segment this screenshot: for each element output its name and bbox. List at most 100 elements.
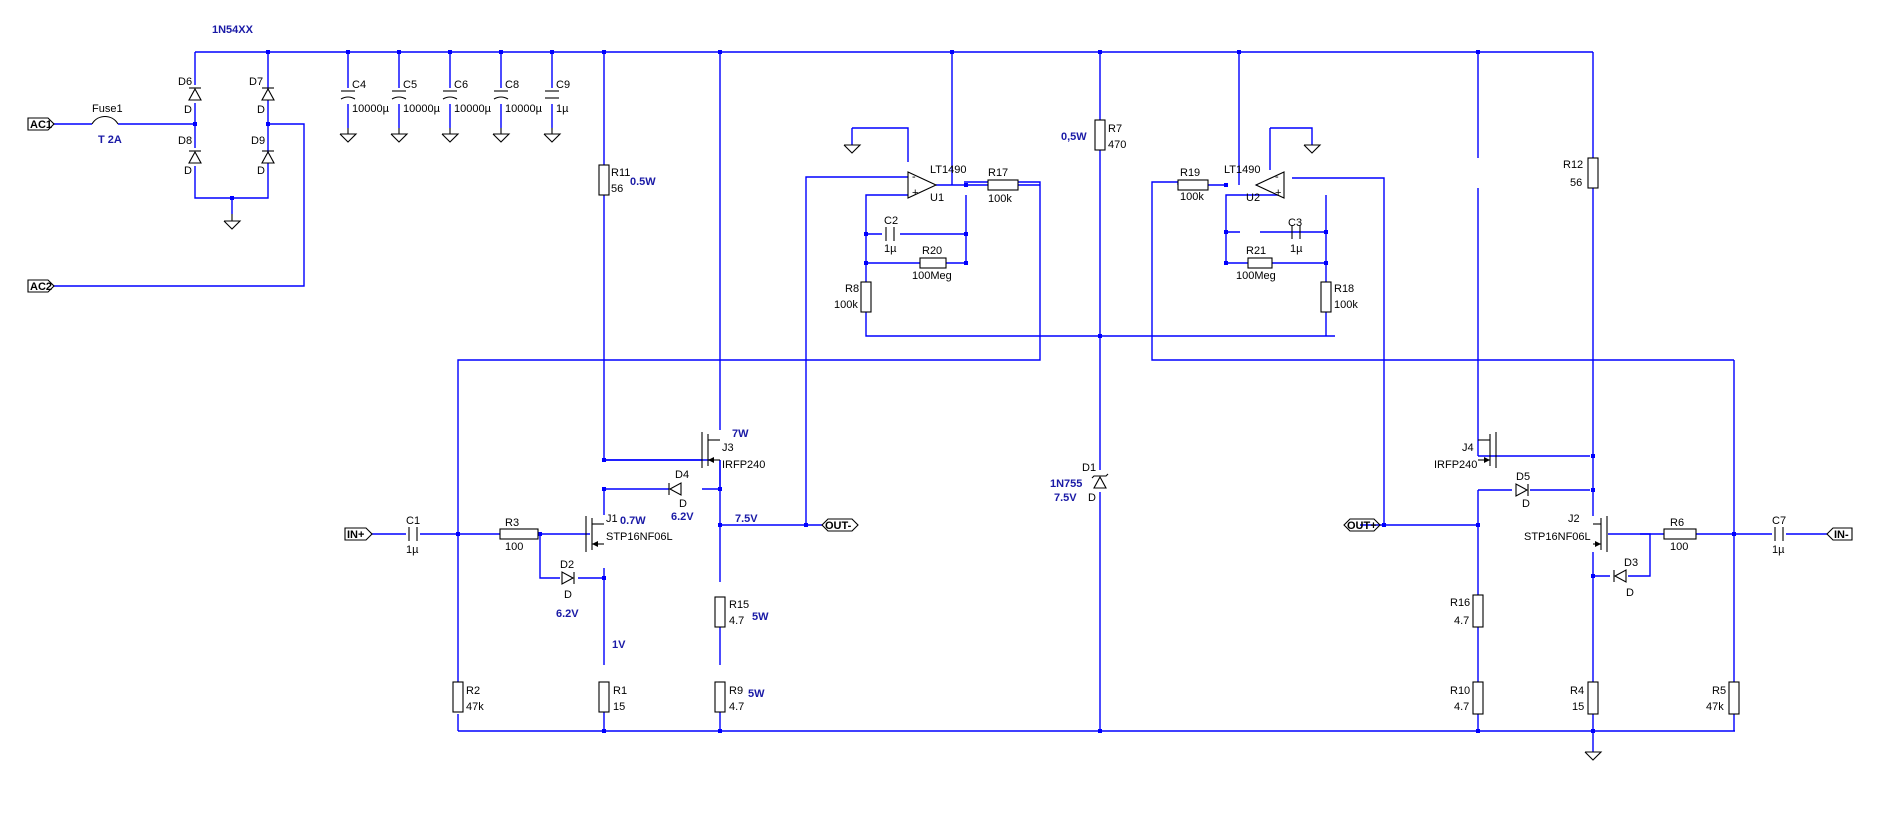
capacitor-c7-ref: C7 <box>1772 515 1786 527</box>
resistor-r18-ref: R18 <box>1334 283 1354 295</box>
port-in-minus-label: IN- <box>1834 529 1849 541</box>
diode-d4: D4 D 6.2V <box>668 469 694 523</box>
mosfet-j4-ref: J4 <box>1462 442 1474 454</box>
resistor-r1-ref: R1 <box>613 685 627 697</box>
resistor-r19: R19 100k <box>1177 167 1209 203</box>
capacitor-c2-value: 1µ <box>884 243 897 255</box>
capacitor-c1-ref: C1 <box>406 515 420 527</box>
resistor-r3-ref: R3 <box>505 517 519 529</box>
resistor-r12-ref: R12 <box>1563 159 1583 171</box>
diode-d1-type: D <box>1088 492 1096 504</box>
resistor-r21-value: 100Meg <box>1236 270 1276 282</box>
resistor-r9-value: 4.7 <box>729 701 744 713</box>
port-in-minus: IN- <box>1826 527 1853 541</box>
opamp-u2-minus: - <box>1275 171 1279 183</box>
resistor-r8-ref: R8 <box>845 283 859 295</box>
opamp-u2-ref: U2 <box>1246 192 1260 204</box>
diode-d1-part: 1N755 <box>1050 478 1082 490</box>
capacitor-c3-value: 1µ <box>1290 243 1303 255</box>
fuse-value: T 2A <box>98 134 122 146</box>
resistor-r10-ref: R10 <box>1450 685 1470 697</box>
fuse-ref: Fuse1 <box>92 103 123 115</box>
resistor-r17-ref: R17 <box>988 167 1008 179</box>
capacitor-c9: C9 1µ <box>543 79 570 143</box>
resistor-r16: R16 4.7 <box>1450 594 1484 628</box>
diode-d1-zener: 7.5V <box>1054 492 1077 504</box>
resistor-r6: R6 100 <box>1663 517 1697 553</box>
opamp-u2-plus: + <box>1275 187 1281 199</box>
capacitor-c3-ref: C3 <box>1288 217 1302 229</box>
capacitor-c6-value: 10000µ <box>454 103 492 115</box>
resistor-r7: R7 470 0,5W <box>1061 119 1126 151</box>
resistor-r1-value: 15 <box>613 701 625 713</box>
resistor-r9-power: 5W <box>748 688 765 700</box>
capacitor-c3: C3 1µ <box>1288 217 1303 255</box>
diode-d5: D5 D <box>1515 471 1530 510</box>
mosfet-j4: J4 IRFP240 <box>1434 432 1497 471</box>
opamp-u2-part: LT1490 <box>1224 164 1261 176</box>
resistor-r19-ref: R19 <box>1180 167 1200 179</box>
port-in-plus: IN+ <box>344 527 373 541</box>
capacitor-c5-ref: C5 <box>403 79 417 91</box>
capacitor-c9-ref: C9 <box>556 79 570 91</box>
diode-d2-type: D <box>564 589 572 601</box>
diode-d6-type: D <box>184 104 192 116</box>
resistor-r17: R17 100k <box>987 167 1019 205</box>
opamp-u1-ref: U1 <box>930 192 944 204</box>
capacitor-c2: C2 1µ <box>884 215 898 255</box>
capacitor-c5: C5 10000µ <box>390 79 441 143</box>
resistor-r8: R8 100k <box>834 281 872 313</box>
resistor-r2: R2 47k <box>452 681 484 713</box>
resistor-r16-ref: R16 <box>1450 597 1470 609</box>
mosfet-j2-part: STP16NF06L <box>1524 531 1591 543</box>
port-ac2: AC2 <box>27 279 55 293</box>
resistor-r15-ref: R15 <box>729 599 749 611</box>
diode-d1-ref: D1 <box>1082 462 1096 474</box>
resistor-r5-ref: R5 <box>1712 685 1726 697</box>
capacitor-c4-value: 10000µ <box>352 103 390 115</box>
opamp-u1-minus: - <box>912 171 916 183</box>
diode-d9: D9 D <box>251 135 275 177</box>
resistor-r19-value: 100k <box>1180 191 1204 203</box>
resistor-r21-ref: R21 <box>1246 245 1266 257</box>
mosfet-j2-ref: J2 <box>1568 513 1580 525</box>
diode-d3-type: D <box>1626 587 1634 599</box>
mosfet-j1: J1 0.7W STP16NF06L <box>585 513 673 552</box>
ground-symbol <box>223 220 241 230</box>
capacitor-c8-value: 10000µ <box>505 103 543 115</box>
port-out-plus-label: OUT+ <box>1347 520 1377 532</box>
resistor-r2-ref: R2 <box>466 685 480 697</box>
resistor-r4-ref: R4 <box>1570 685 1584 697</box>
resistor-r15: R15 4.7 5W <box>714 596 769 628</box>
resistor-r12-value: 56 <box>1570 177 1582 189</box>
mosfet-j4-part: IRFP240 <box>1434 459 1477 471</box>
resistor-r11: R11 56 0.5W <box>598 164 656 196</box>
diode-d3: D3 D <box>1613 557 1638 599</box>
capacitor-c2-ref: C2 <box>884 215 898 227</box>
resistor-r7-value: 470 <box>1108 139 1126 151</box>
resistor-r8-value: 100k <box>834 299 858 311</box>
resistor-r18-value: 100k <box>1334 299 1358 311</box>
resistor-r10: R10 4.7 <box>1450 681 1484 715</box>
capacitor-c4: C4 10000µ <box>339 79 390 143</box>
diode-d8: D8 D <box>178 135 202 177</box>
ground-symbol-u2 <box>1303 144 1322 154</box>
port-out-plus: OUT+ <box>1343 518 1381 532</box>
diode-d4-type: D <box>679 498 687 510</box>
ground-symbol-output <box>1584 751 1603 761</box>
resistor-r2-value: 47k <box>466 701 484 713</box>
mosfet-j1-power: 0.7W <box>620 515 646 527</box>
resistor-r17-value: 100k <box>988 193 1012 205</box>
port-ac2-label: AC2 <box>30 281 52 293</box>
capacitor-c8: C8 10000µ <box>492 79 543 143</box>
diode-d6-ref: D6 <box>178 76 192 88</box>
resistor-r20: R20 100Meg <box>912 245 952 282</box>
port-in-plus-label: IN+ <box>347 529 364 541</box>
capacitor-c6: C6 10000µ <box>441 79 492 143</box>
resistor-r7-power: 0,5W <box>1061 131 1087 143</box>
opamp-u1: - + LT1490 U1 <box>907 164 967 204</box>
resistor-r7-ref: R7 <box>1108 123 1122 135</box>
diode-d6: D6 D <box>178 76 202 116</box>
resistor-r20-ref: R20 <box>922 245 942 257</box>
